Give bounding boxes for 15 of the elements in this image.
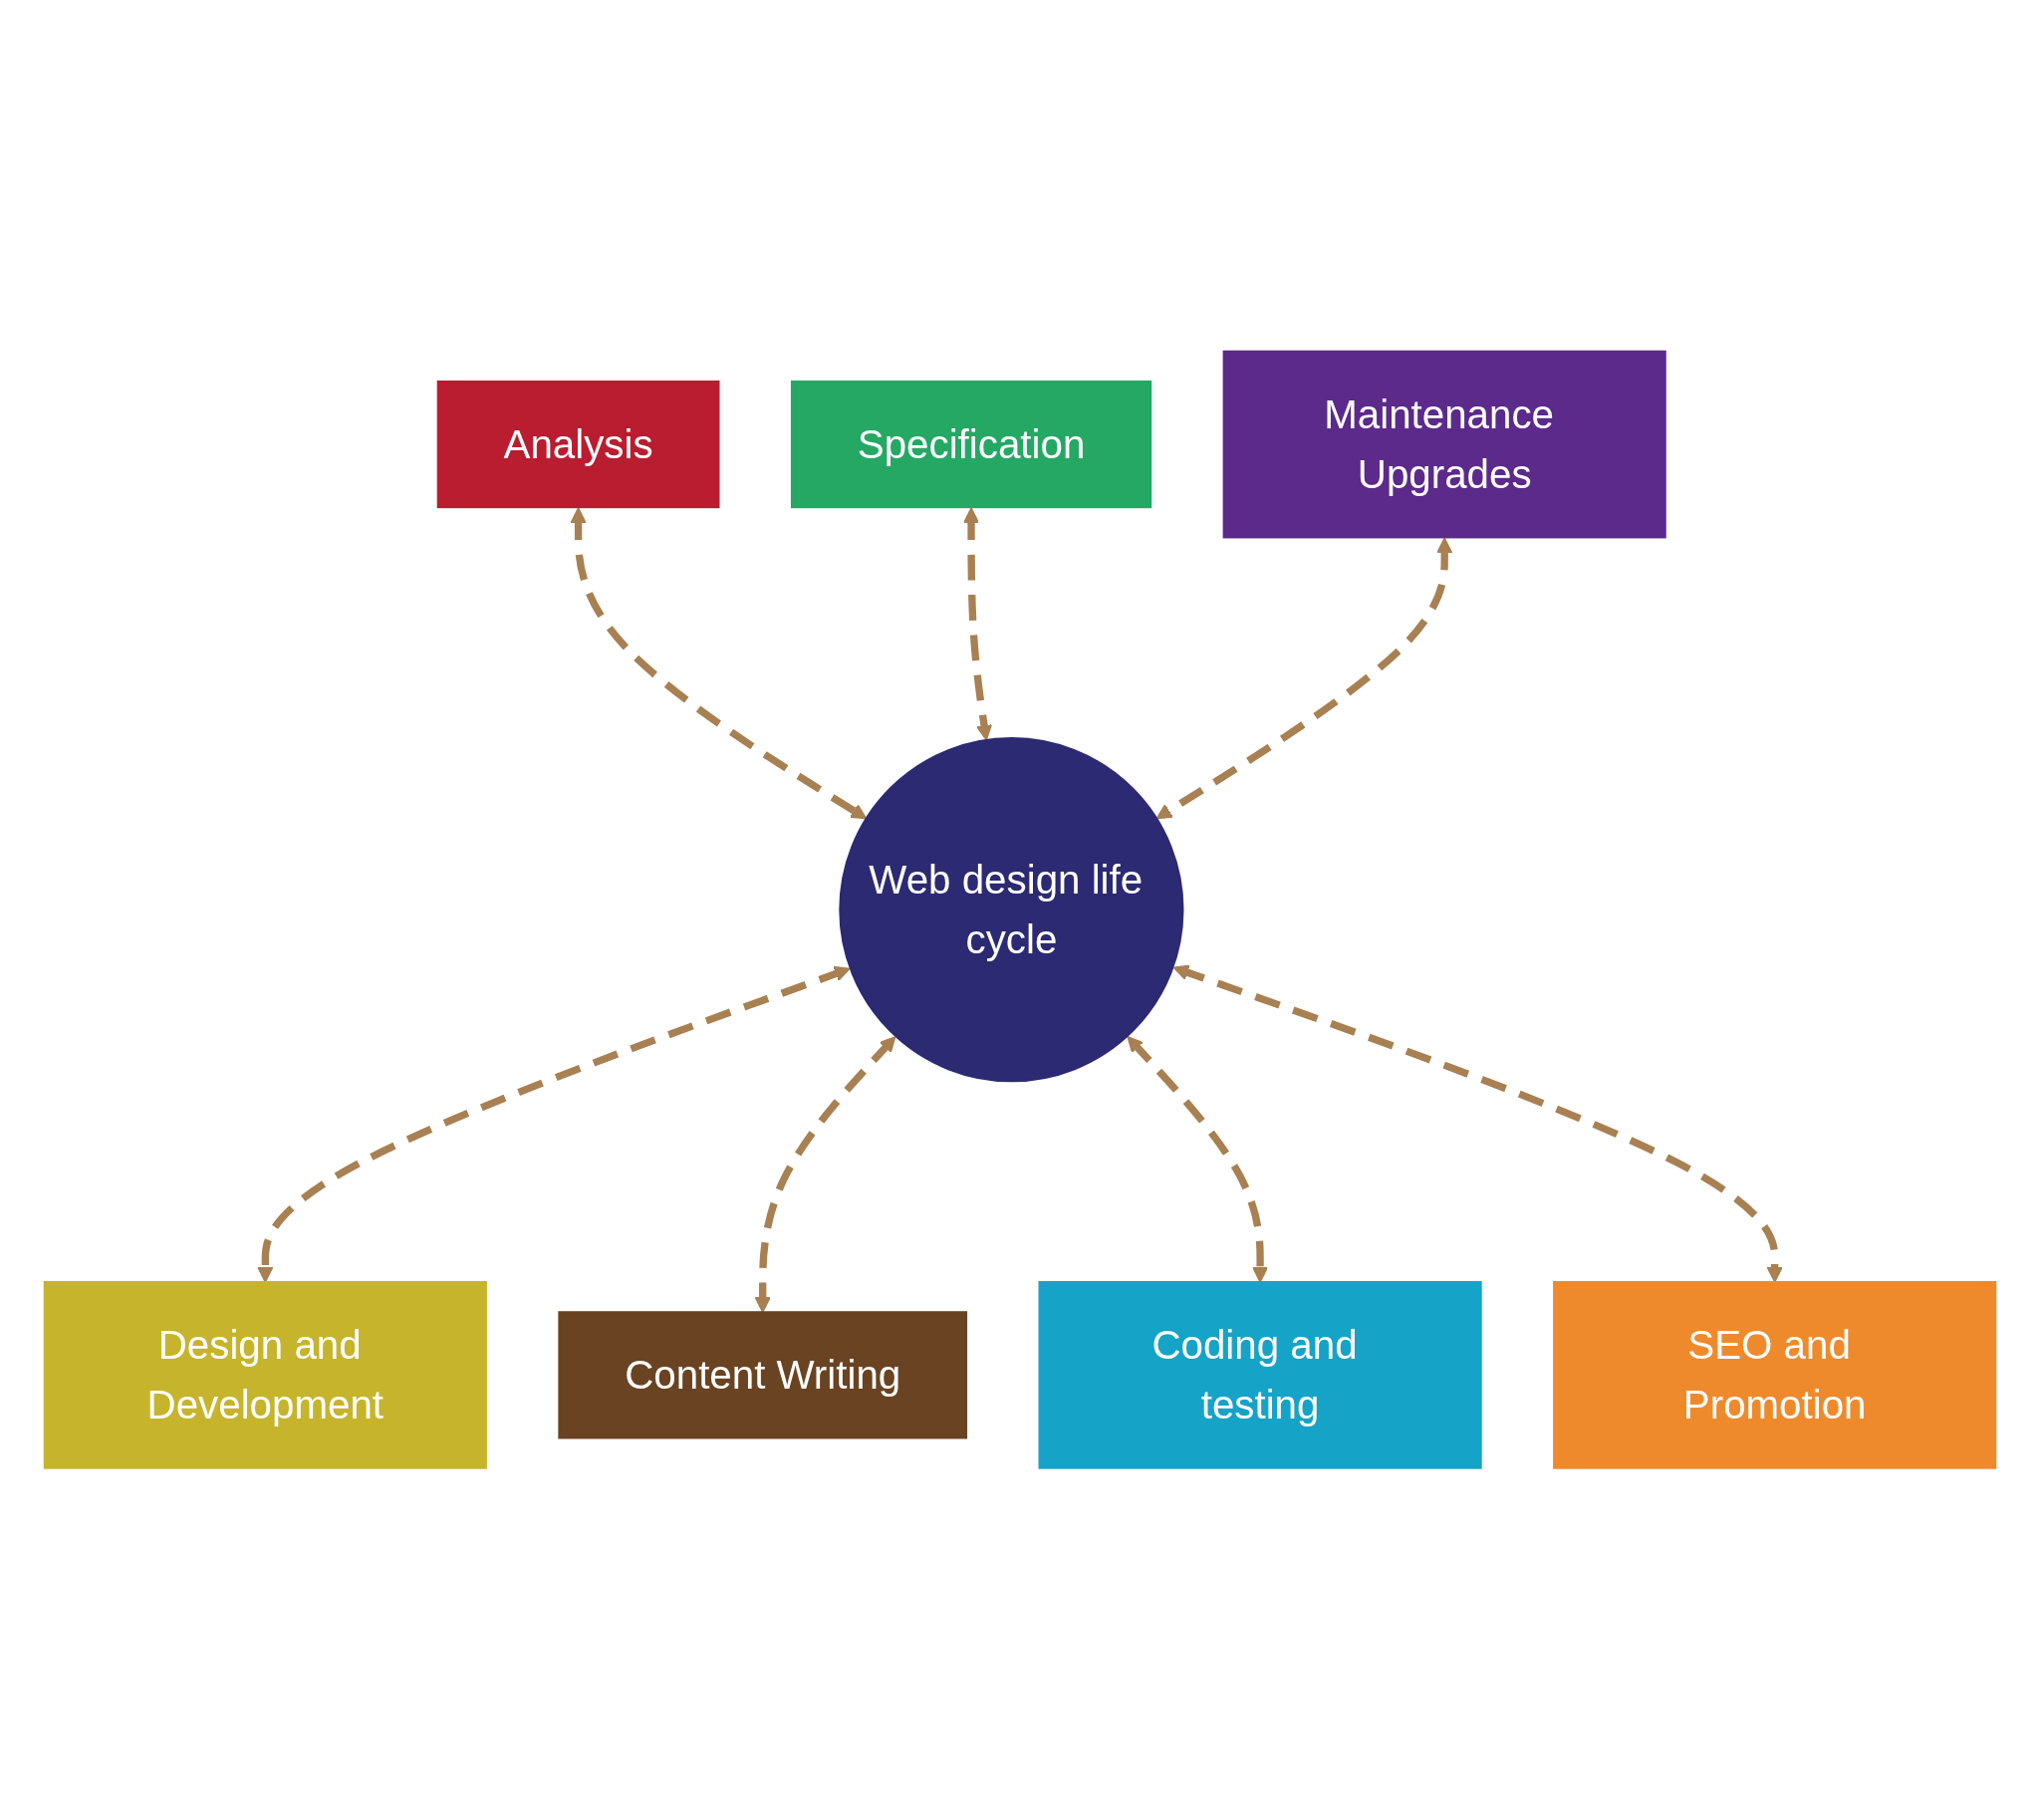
- node-box: Coding and testing: [1038, 1281, 1482, 1469]
- node-box: Specification: [790, 381, 1152, 509]
- arrow: [1172, 964, 1783, 1283]
- arrow: [257, 966, 851, 1283]
- node-box: Design and Development: [43, 1281, 487, 1469]
- arrow: [1127, 1036, 1269, 1283]
- arrow: [754, 1036, 896, 1314]
- node-box: Content Writing: [558, 1311, 968, 1439]
- node-box: Analysis: [436, 381, 720, 509]
- node-circle: Web design life cycle: [839, 737, 1184, 1083]
- arrow: [570, 507, 868, 820]
- node-box: SEO and Promotion: [1553, 1281, 1997, 1469]
- arrow: [1155, 537, 1453, 820]
- node-box: Maintenance Upgrades: [1222, 351, 1666, 539]
- arrow: [963, 507, 993, 741]
